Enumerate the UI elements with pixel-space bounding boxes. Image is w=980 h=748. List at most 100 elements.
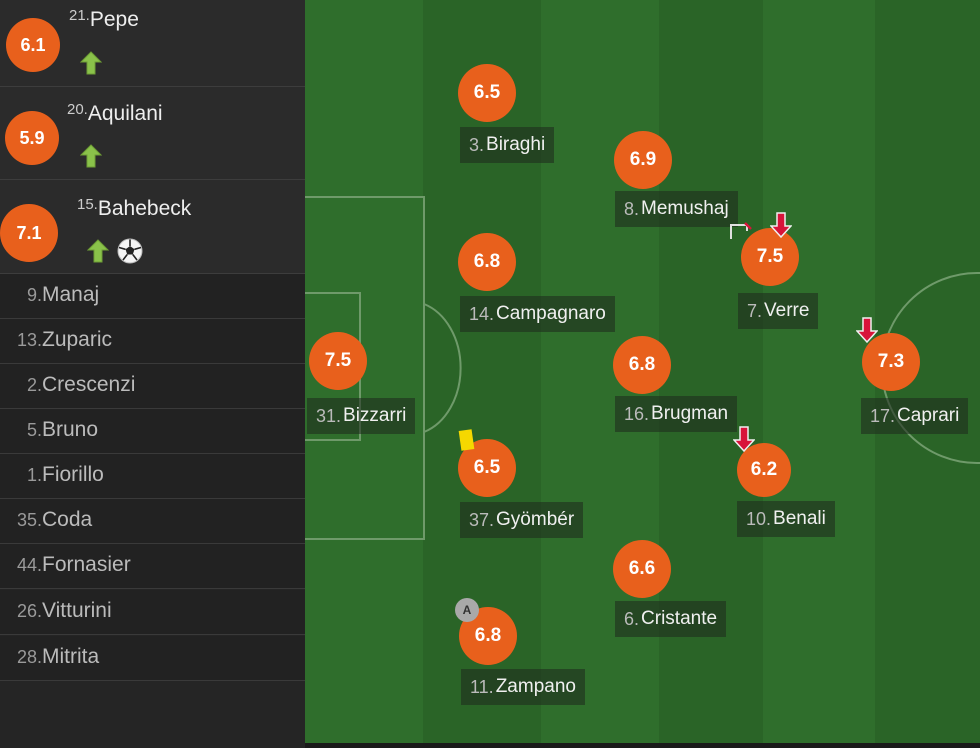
player-number: 16. bbox=[624, 403, 650, 424]
player-label: 6.Cristante bbox=[615, 601, 727, 637]
sub-on-arrow-icon bbox=[80, 144, 102, 168]
player-name: Zampano bbox=[495, 676, 576, 697]
substitutes-sidebar: 6.1 21.Pepe 5.9 20.Aquilani 7.1 15.Baheb… bbox=[0, 0, 305, 748]
player-number: 26. bbox=[16, 601, 42, 621]
bench-player: 2.Crescenzi bbox=[0, 373, 305, 397]
player-rating: 7.5 bbox=[741, 228, 799, 286]
sub-on-arrow-icon bbox=[87, 239, 109, 263]
player-number: 28. bbox=[16, 647, 42, 667]
player-name: Pepe bbox=[89, 8, 139, 31]
bench-row[interactable]: 13.Zuparic bbox=[0, 319, 305, 364]
player-rating: 6.8 bbox=[458, 233, 516, 291]
player-number: 13. bbox=[16, 330, 42, 350]
assist-icon bbox=[730, 222, 752, 239]
bench-row[interactable]: 5.Bruno bbox=[0, 409, 305, 454]
player-label: 16.Brugman bbox=[615, 396, 738, 432]
player-rating: 6.5 bbox=[458, 64, 516, 122]
player-label: 31.Bizzarri bbox=[307, 398, 416, 434]
player-label: 10.Benali bbox=[737, 501, 835, 537]
player-label: 14.Campagnaro bbox=[460, 296, 615, 332]
player-rating: 6.2 bbox=[737, 443, 791, 497]
player-number: 10. bbox=[746, 508, 772, 529]
sub-off-arrow-icon bbox=[770, 212, 792, 238]
bench-player: 13.Zuparic bbox=[0, 328, 305, 352]
pitch: 7.5 31.Bizzarri 6.5 3.Biraghi 6.8 14.Cam… bbox=[305, 0, 980, 743]
player-name: Brugman bbox=[651, 403, 729, 424]
player-name: Bruno bbox=[42, 418, 99, 441]
player-number: 5. bbox=[26, 420, 42, 440]
player-number: 14. bbox=[469, 303, 495, 324]
goal-ball-icon bbox=[117, 238, 143, 264]
player-number: 8. bbox=[624, 198, 640, 219]
player-name: Manaj bbox=[42, 283, 100, 306]
player-rating: 6.8 bbox=[613, 336, 671, 394]
player-number: 9. bbox=[26, 285, 42, 305]
player-number: 2. bbox=[26, 375, 42, 395]
player-rating: 6.1 bbox=[6, 18, 60, 72]
player-name: Bizzarri bbox=[343, 405, 407, 426]
player-name: Crescenzi bbox=[42, 373, 136, 396]
player-name: Bahebeck bbox=[97, 197, 192, 220]
bench-player: 28.Mitrita bbox=[0, 645, 305, 669]
player-name: Gyömbér bbox=[496, 509, 575, 530]
player-name: Biraghi bbox=[486, 134, 546, 155]
player-name: Cristante bbox=[641, 608, 718, 629]
player-number: 20. bbox=[67, 101, 88, 118]
player-rating: 7.5 bbox=[309, 332, 367, 390]
player-number: 35. bbox=[16, 510, 42, 530]
player-rating: 6.9 bbox=[614, 131, 672, 189]
player-label: 37.Gyömbér bbox=[460, 502, 584, 538]
player-label: 3.Biraghi bbox=[460, 127, 555, 163]
bench-player: 5.Bruno bbox=[0, 418, 305, 442]
player-name-line: 20.Aquilani bbox=[67, 101, 163, 126]
player-number: 21. bbox=[69, 7, 90, 24]
pitch-bottom-edge bbox=[305, 743, 980, 748]
bench-row[interactable]: 2.Crescenzi bbox=[0, 364, 305, 409]
player-name: Caprari bbox=[897, 405, 960, 426]
bench-row[interactable]: 9.Manaj bbox=[0, 274, 305, 319]
player-rating: 7.1 bbox=[0, 204, 58, 262]
player-label: 7.Verre bbox=[738, 293, 819, 329]
bench-row[interactable]: 44.Fornasier bbox=[0, 544, 305, 589]
player-rating: 7.3 bbox=[862, 333, 920, 391]
sub-in-row[interactable]: 5.9 20.Aquilani bbox=[0, 87, 305, 180]
player-name: Coda bbox=[42, 508, 93, 531]
player-label: 8.Memushaj bbox=[615, 191, 738, 227]
player-name: Verre bbox=[764, 300, 810, 321]
player-name: Fiorillo bbox=[42, 463, 104, 486]
player-name: Zuparic bbox=[42, 328, 113, 351]
player-number: 37. bbox=[469, 509, 495, 530]
player-label: 11.Zampano bbox=[461, 669, 585, 705]
sub-off-arrow-icon bbox=[733, 426, 755, 452]
yellow-card-icon bbox=[458, 429, 475, 451]
player-number: 15. bbox=[77, 196, 98, 213]
captain-icon: A bbox=[455, 598, 479, 622]
bench-player: 1.Fiorillo bbox=[0, 463, 305, 487]
player-number: 44. bbox=[16, 555, 42, 575]
sub-off-arrow-icon bbox=[856, 317, 878, 343]
player-name: Fornasier bbox=[42, 553, 131, 576]
player-name-line: 21.Pepe bbox=[69, 7, 139, 32]
bench-player: 26.Vitturini bbox=[0, 599, 305, 623]
sub-in-row[interactable]: 6.1 21.Pepe bbox=[0, 0, 305, 87]
bench-row[interactable]: 1.Fiorillo bbox=[0, 454, 305, 499]
player-name: Aquilani bbox=[87, 102, 163, 125]
bench-row[interactable]: 28.Mitrita bbox=[0, 636, 305, 681]
player-name: Campagnaro bbox=[496, 303, 606, 324]
bench-player: 44.Fornasier bbox=[0, 553, 305, 577]
player-number: 3. bbox=[469, 134, 485, 155]
player-number: 11. bbox=[470, 676, 494, 697]
player-name: Benali bbox=[773, 508, 826, 529]
bench-player: 35.Coda bbox=[0, 508, 305, 532]
player-number: 31. bbox=[316, 405, 342, 426]
sub-in-row[interactable]: 7.1 15.Bahebeck bbox=[0, 180, 305, 274]
player-number: 1. bbox=[26, 465, 42, 485]
player-number: 7. bbox=[747, 300, 763, 321]
player-rating: 6.6 bbox=[613, 540, 671, 598]
bench-row[interactable]: 26.Vitturini bbox=[0, 590, 305, 635]
player-number: 6. bbox=[624, 608, 640, 629]
player-name: Memushaj bbox=[641, 198, 729, 219]
bench-row[interactable]: 35.Coda bbox=[0, 499, 305, 544]
bench-player: 9.Manaj bbox=[0, 283, 305, 307]
player-rating: 5.9 bbox=[5, 111, 59, 165]
